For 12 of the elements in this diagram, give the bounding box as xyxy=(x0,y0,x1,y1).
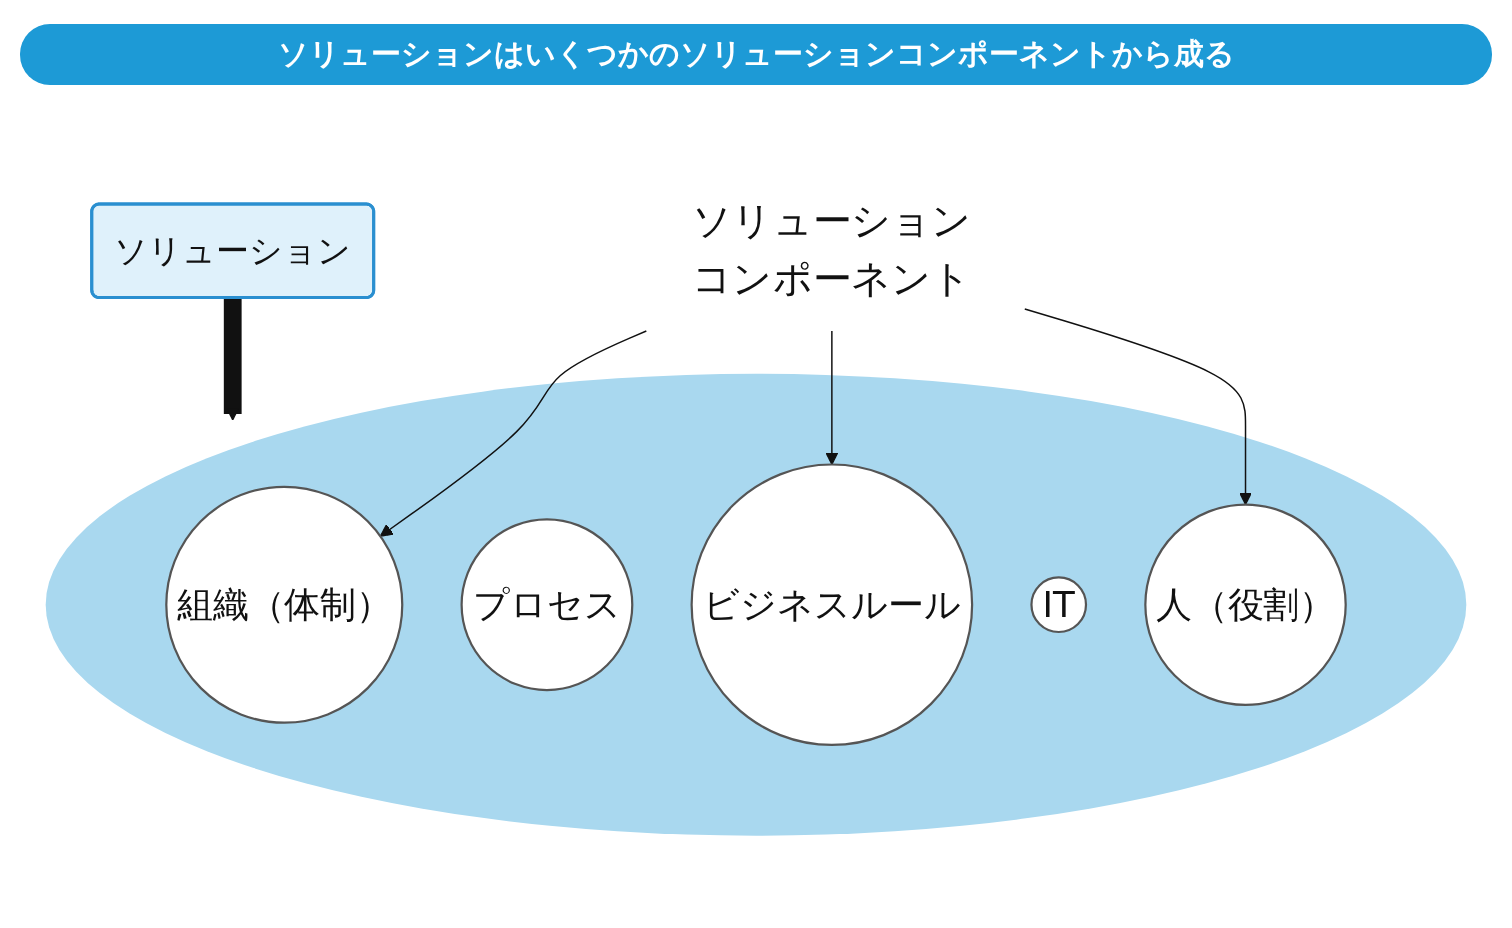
arrow xyxy=(379,330,648,537)
node-circle: プロセス xyxy=(460,518,634,691)
node-circle: ビジネスルール xyxy=(690,463,974,746)
arrow xyxy=(223,297,242,421)
cluster xyxy=(45,373,1467,836)
node-text: ソリューションコンポーネント xyxy=(692,198,972,302)
arrow xyxy=(825,330,839,465)
node-circle: 組織（体制） xyxy=(165,485,404,724)
arrow xyxy=(1024,308,1253,505)
node-circle: IT xyxy=(1030,576,1088,633)
title-banner: ソリューションはいくつかのソリューションコンポーネントから成る xyxy=(20,24,1492,85)
node-circle: 人（役割） xyxy=(1144,503,1347,706)
